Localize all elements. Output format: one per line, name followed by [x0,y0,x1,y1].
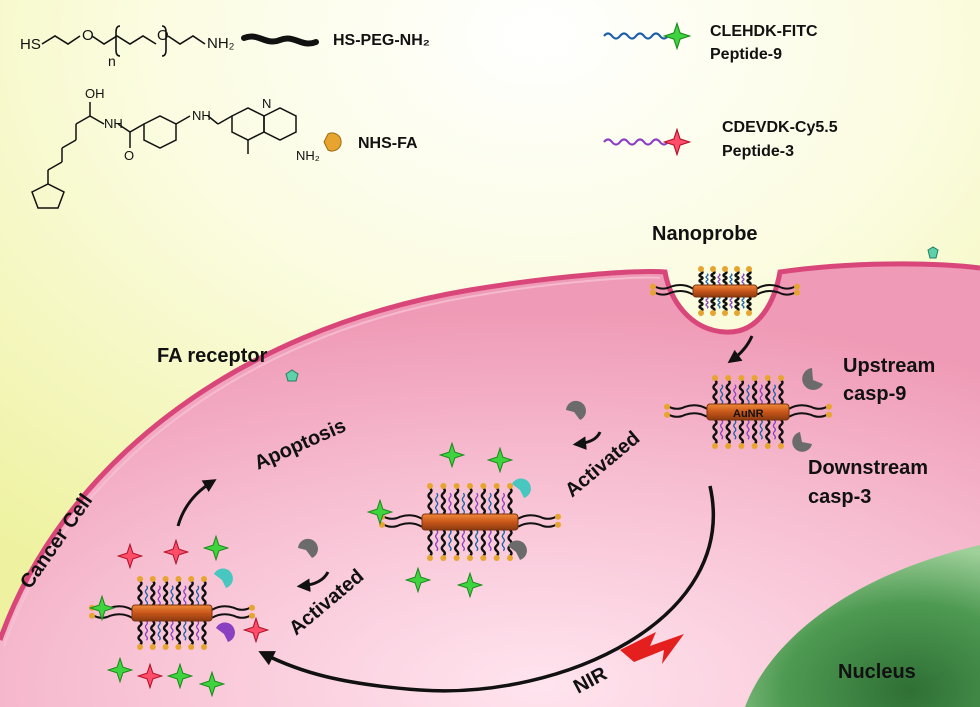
peg-formula-label: HS-PEG-NH₂ [333,32,430,49]
peg-oxygen-label: O [82,27,94,44]
apoptosis-arrow [176,479,217,527]
upstream-label: Upstream [843,355,935,377]
casp9-enzyme-icon [298,538,318,558]
peg-chain-icon [241,33,319,47]
aunr-label: AuNR [733,408,764,420]
nanoprobe-group: AuNR [89,266,832,697]
nhs-fa-label: NHS-FA [358,135,418,152]
peg-n-label: n [108,53,116,69]
fa-nh2-label: NH₂ [296,148,320,163]
peptide-9-sequence: CLEHDK-FITC [710,23,818,40]
sh-group-label: HS [20,36,41,53]
nanoprobe-aunr: AuNR [664,375,832,449]
nh2-group-label: NH₂ [207,35,235,52]
fa-n-label: N [262,96,271,111]
activation-arrow-1 [572,431,602,450]
nir-lightning-icon [620,632,684,664]
nir-return-arrow [258,485,715,693]
peptide-3-icon [603,138,669,146]
nucleus-label: Nucleus [838,661,916,683]
fa-ligand-icon [323,132,342,152]
casp9-label: casp-9 [843,383,906,405]
fa-nh-label: NH [104,116,123,131]
nanoprobe-casp3-activated [89,535,269,697]
peptide-3-name: Peptide-3 [722,143,794,160]
nhs-fa-structure [31,102,297,209]
internalization-arrow [727,335,754,364]
nanoprobe-casp9-activated [367,442,561,598]
fa-oh-label: OH [85,86,105,101]
peptide-3-sequence: CDEVDK-Cy5.5 [722,119,838,136]
peg-oxygen-label-2: O [157,27,169,44]
downstream-label: Downstream [808,457,928,479]
casp3-active-icon [508,478,531,560]
casp3-label: casp-3 [808,486,871,508]
fa-receptor-icon [927,246,939,259]
activation-arrow-2 [296,571,330,592]
casp9-enzyme-icon [566,400,586,420]
peptide-9-name: Peptide-9 [710,46,782,63]
nanoprobe-entering [650,266,800,316]
peg-structure [41,25,206,57]
casp9-enzyme-icon [802,368,823,390]
fa-receptor-label: FA receptor [157,345,268,367]
fa-nh-label-2: NH [192,108,211,123]
fa-o-label: O [124,148,134,163]
nanoprobe-label: Nanoprobe [652,223,758,245]
casp3-enzyme-icon [792,432,812,452]
fa-receptor-icon [285,369,299,382]
nucleus [745,545,980,707]
cell-membrane [0,261,980,641]
peptide-9-icon [603,32,669,40]
casp3-active-icon-2 [214,568,235,642]
